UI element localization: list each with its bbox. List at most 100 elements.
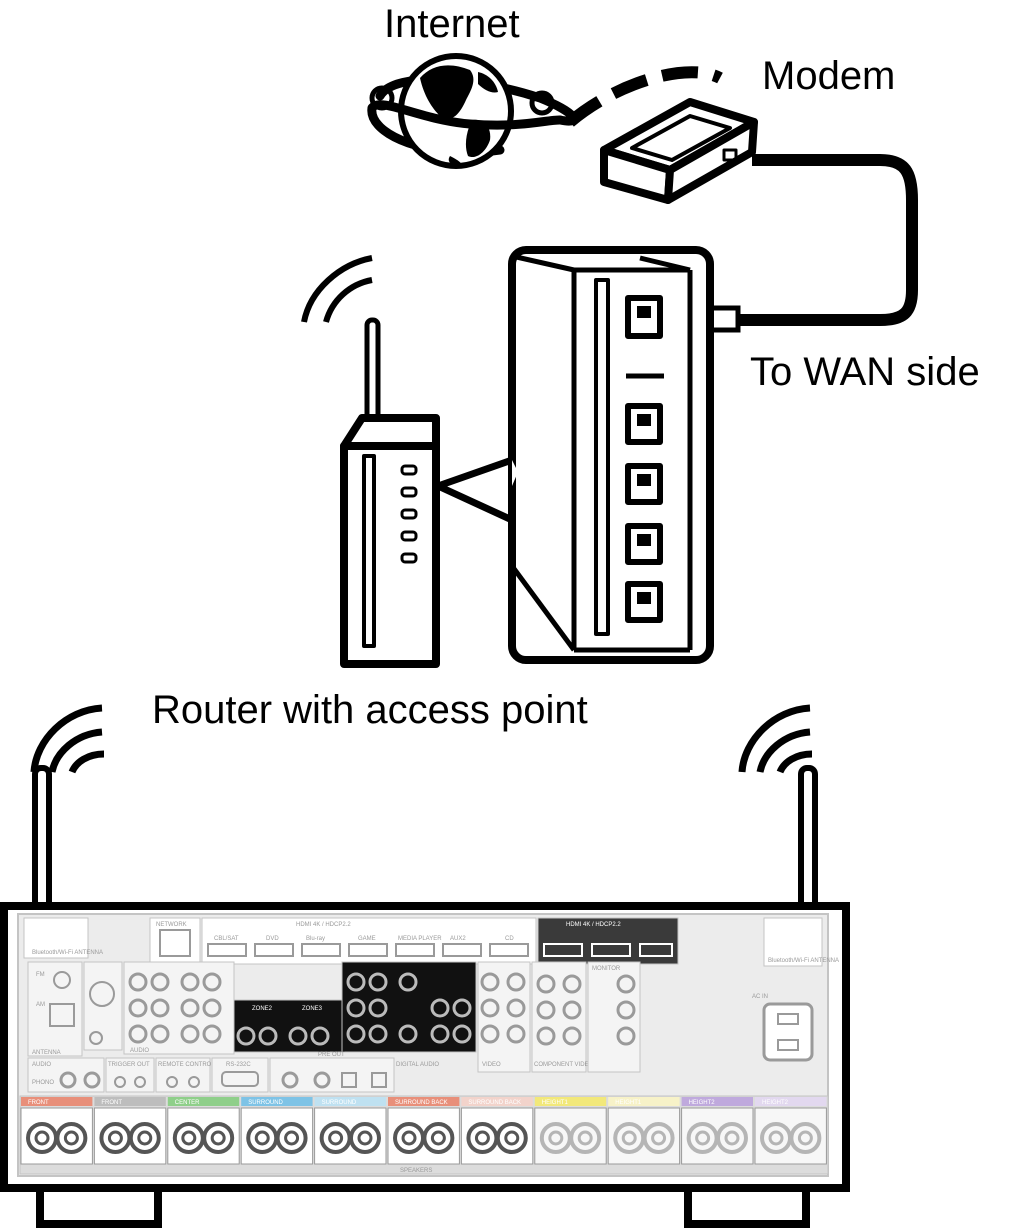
speaker-terminal[interactable] [348,1122,381,1154]
component-video-label: COMPONENT VIDEO [534,1062,594,1068]
zone3-label: ZONE3 [302,1006,323,1012]
speaker-terminal-core [504,1130,520,1146]
internet-globe-icon [367,53,579,169]
speaker-terminal[interactable] [275,1122,308,1154]
speaker-color-band [608,1097,680,1106]
speaker-terminal-core [181,1130,197,1146]
hdmi-right-label: HDMI 4K / HDCP2.2 [566,922,621,928]
speaker-color-band [534,1097,607,1106]
hdmi-in-6: AUX2 [450,936,466,942]
speaker-group-label: SURROUND [322,1100,357,1106]
speaker-terminal[interactable] [495,1122,528,1154]
internet-label: Internet [384,2,520,46]
speaker-terminal[interactable] [128,1122,161,1154]
speaker-color-band [461,1097,533,1106]
speaker-terminal-core [107,1130,123,1146]
speaker-terminal-groups: FRONT FRONT CENTER SURROUND SURROUND SURROUND… [20,1097,827,1165]
pre-out-label: PRE OUT [318,1052,345,1058]
speaker-terminal[interactable] [789,1122,822,1154]
hdmi-in-7: CD [505,936,514,942]
speaker-terminal-pair [460,1107,534,1165]
router-label: Router with access point [152,688,588,732]
speaker-terminal-core [284,1130,300,1146]
hdmi-in-2: DVD [266,936,279,942]
speaker-terminal[interactable] [569,1122,602,1154]
speaker-terminal-core [768,1130,784,1146]
hdmi-input-ports [207,943,529,957]
speaker-terminal-core [63,1130,79,1146]
receiver-right-antenna-icon [738,704,818,941]
speaker-color-band [241,1097,313,1106]
hdmi-top-label: HDMI 4K / HDCP2.2 [296,922,351,928]
speaker-color-band [314,1097,386,1106]
hdmi-in-5: MEDIA PLAYER [398,936,442,942]
digital-audio-label: DIGITAL AUDIO [396,1062,439,1068]
speaker-terminal-core [357,1130,373,1146]
hdmi-in-1: CBL/SAT [214,936,239,942]
network-label: NETWORK [156,922,187,928]
speaker-terminal[interactable] [642,1122,675,1154]
modem-label: Modem [762,54,895,98]
speaker-color-band [21,1097,93,1106]
speaker-terminal-core [797,1130,813,1146]
speaker-group-label: HEIGHT2 [762,1100,789,1106]
speaker-group-label: CENTER [175,1100,200,1106]
speaker-terminal-core [577,1130,593,1146]
audio-input-jacks [128,972,222,1044]
speaker-group-label: FRONT [28,1100,49,1106]
speaker-color-band [388,1097,460,1106]
rs232c-label: RS-232C [226,1062,251,1068]
speaker-color-band [94,1097,166,1106]
speaker-terminal[interactable] [55,1122,88,1154]
speaker-group-label: SURROUND BACK [468,1100,521,1106]
speaker-terminal-core [210,1130,226,1146]
monitor-label: MONITOR [592,966,621,972]
phono-label: PHONO [32,1080,54,1086]
trigger-out-label: TRIGGER OUT [108,1062,150,1068]
speaker-group-label: HEIGHT1 [615,1100,642,1106]
network-port[interactable] [159,929,191,957]
antenna-label: ANTENNA [32,1050,61,1056]
fm-label: FM [36,972,45,978]
speaker-terminal-core [137,1130,153,1146]
speaker-group-label: FRONT [101,1100,122,1106]
remote-control-label: REMOTE CONTROL [158,1062,215,1068]
speaker-terminal[interactable] [422,1122,455,1154]
video-label: VIDEO [482,1062,501,1068]
speaker-group-label: HEIGHT1 [542,1100,569,1106]
speakers-label: SPEAKERS [400,1168,432,1174]
speaker-terminal-core [724,1130,740,1146]
zone2-label: ZONE2 [252,1006,273,1012]
speaker-terminal-core [695,1130,711,1146]
speaker-group-label: SURROUND BACK [395,1100,448,1106]
ac-in-label: AC IN [752,994,768,1000]
speaker-group-label: HEIGHT2 [689,1100,716,1106]
wan-side-label: To WAN side [750,350,980,394]
audio-phono-label: AUDIO [32,1062,51,1068]
speaker-terminal-core [254,1130,270,1146]
hdmi-in-4: GAME [358,936,376,942]
speaker-terminal-core [34,1130,50,1146]
router-port-callout [434,246,714,664]
hdmi-in-3: Blu-ray [306,936,325,942]
speaker-terminal[interactable] [202,1122,235,1154]
bt-antenna-left-label: Bluetooth/Wi-Fi ANTENNA [32,950,103,956]
wan-cable [738,154,918,326]
speaker-terminal-core [401,1130,417,1146]
speaker-group-label: SURROUND [248,1100,283,1106]
speaker-terminal-core [548,1130,564,1146]
speaker-color-band [167,1097,240,1106]
bt-antenna-right-label: Bluetooth/Wi-Fi ANTENNA [768,958,839,964]
speaker-terminal-core [430,1130,446,1146]
speaker-color-band [681,1097,753,1106]
av-receiver-rear-panel: Bluetooth/Wi-Fi ANTENNA NETWORK HDMI 4K … [0,902,850,1228]
speaker-terminal[interactable] [715,1122,748,1154]
am-label: AM [36,1002,45,1008]
audio-label: AUDIO [130,1048,149,1054]
internet-modem-link [566,66,723,127]
speaker-terminal-core [621,1130,637,1146]
speaker-terminal-core [651,1130,667,1146]
speaker-terminal-core [328,1130,344,1146]
ac-inlet[interactable] [762,1002,814,1062]
